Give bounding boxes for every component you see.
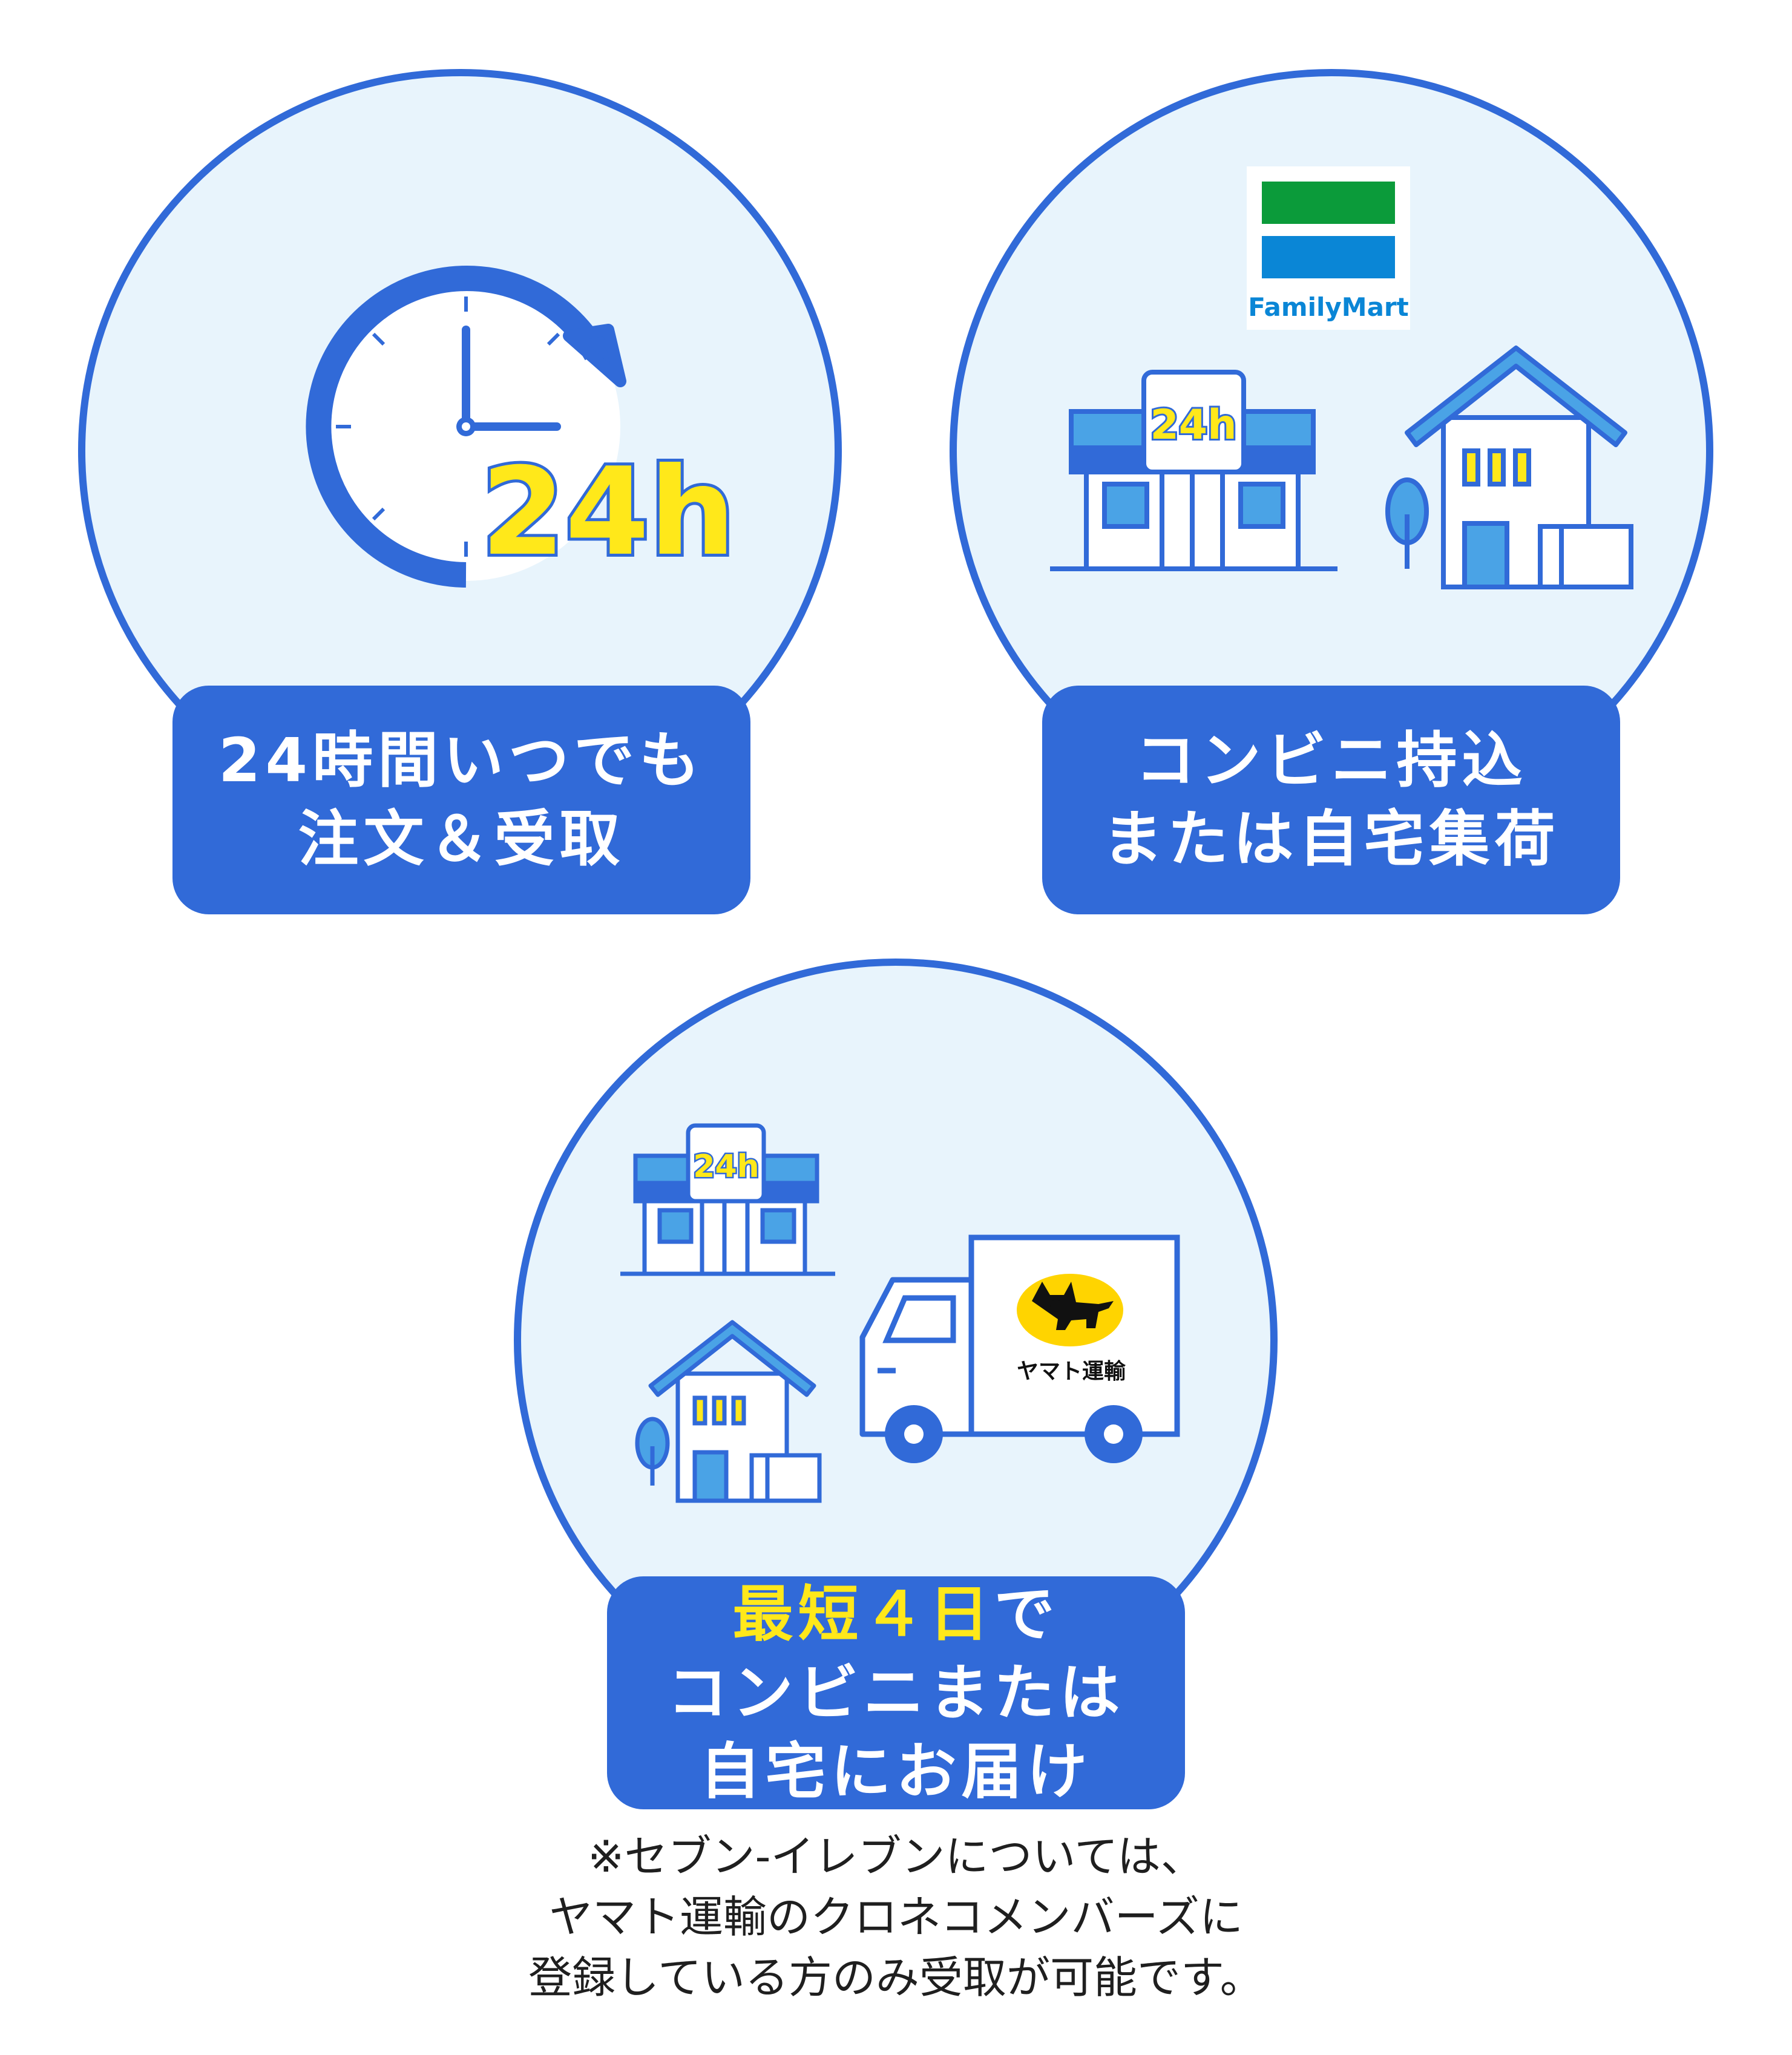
tree-icon-small <box>635 1417 670 1486</box>
feature2-label-line1: コンビニ持込 <box>1135 725 1528 796</box>
feature3-label: 最短４日で コンビニまたは 自宅にお届け <box>607 1576 1185 1809</box>
feature1-label-line1: 24時間いつでも <box>218 725 705 796</box>
tree-icon <box>1385 477 1429 569</box>
feature1-label: 24時間いつでも 注文＆受取 <box>172 686 750 914</box>
house-icon-small <box>648 1320 822 1503</box>
store-24h-badge-small: 24h <box>693 1149 759 1185</box>
clock-arrow-icon <box>306 266 626 588</box>
footnote: ※セブン-イレブンについては、 ヤマト運輸のクロネコメンバーズに 登録している方… <box>0 1826 1792 2008</box>
convenience-store-icon <box>1050 370 1337 571</box>
feature2-label-line2: または自宅集荷 <box>1102 804 1560 874</box>
feature3-label-line2: コンビニまたは <box>667 1657 1125 1728</box>
feature3-label-line3: 自宅にお届け <box>700 1735 1092 1807</box>
footnote-line2: ヤマト運輸のクロネコメンバーズに <box>549 1892 1243 1942</box>
feature1-label-line2: 注文＆受取 <box>298 804 625 874</box>
footnote-line3: 登録している方のみ受取が可能です。 <box>528 1952 1264 2003</box>
feature2-label: コンビニ持込 または自宅集荷 <box>1042 686 1620 914</box>
truck-company-text: ヤマト運輸 <box>1017 1359 1126 1384</box>
house-icon <box>1405 346 1633 589</box>
convenience-store-icon-small <box>620 1123 835 1276</box>
feature3-label-line1-rest: で <box>994 1578 1060 1650</box>
feature3-label-line1: 最短４日で <box>733 1575 1060 1654</box>
footnote-line1: ※セブン-イレブンについては、 <box>588 1831 1204 1882</box>
store-24h-badge: 24h <box>1150 401 1236 449</box>
familymart-logo-text: FamilyMart <box>1248 292 1408 322</box>
clock-24h-badge: 24h <box>481 442 736 583</box>
familymart-logo <box>1247 166 1410 330</box>
feature3-highlight: 最短４日 <box>732 1578 994 1650</box>
black-cat-logo <box>1017 1274 1123 1346</box>
